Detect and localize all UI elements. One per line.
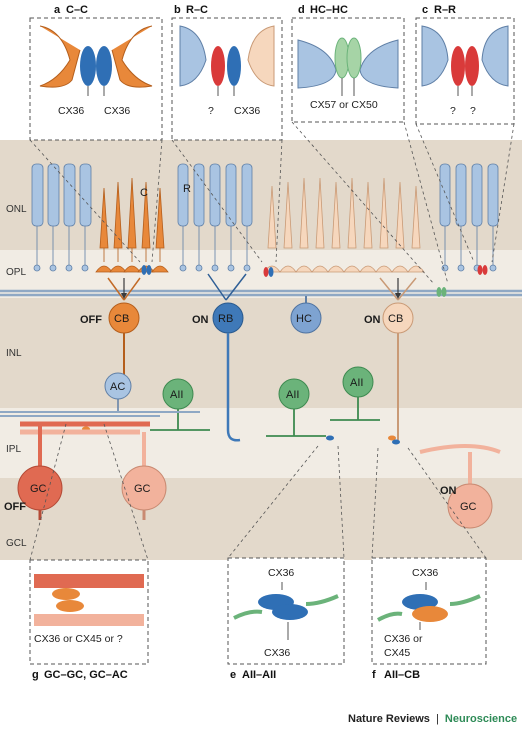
cell-label-cb-on: CB: [388, 313, 403, 325]
layer-label-gcl: GCL: [6, 538, 27, 549]
panel-b: [171, 17, 283, 141]
panel-f-title: AII–CB: [384, 669, 420, 681]
panel-b-right: CX36: [234, 105, 260, 117]
panel-d-label: CX57 or CX50: [310, 99, 378, 111]
cell-label-gc-2: GC: [134, 483, 151, 495]
ipl-lamina: [0, 411, 200, 417]
off-cone-bipolar: [107, 277, 141, 378]
panel-f-letter: f: [372, 669, 376, 681]
inl-band: [0, 298, 522, 408]
cell-label-gc-3: GC: [460, 501, 477, 513]
panel-d-title: HC–HC: [310, 4, 348, 16]
rods-center: [177, 163, 253, 272]
layer-label-inl: INL: [6, 348, 22, 359]
panel-b-letter: b: [174, 4, 181, 16]
cell-label-ac: AC: [110, 381, 125, 393]
layer-label-onl: ONL: [6, 204, 27, 215]
cell-label-rod: R: [183, 183, 191, 195]
panel-e: [227, 557, 345, 665]
cell-label-aii-2: AII: [286, 389, 299, 401]
panel-e-bottom: CX36: [264, 647, 290, 659]
panel-g-label: CX36 or CX45 or ?: [34, 633, 123, 645]
panel-f-bottom-2: CX45: [384, 647, 410, 659]
cell-label-aii-1: AII: [170, 389, 183, 401]
cell-label-aii-3: AII: [350, 377, 363, 389]
layer-label-ipl: IPL: [6, 444, 21, 455]
pointer-lines-bottom: [29, 423, 487, 561]
panel-e-letter: e: [230, 669, 236, 681]
ipl-band: [0, 408, 522, 478]
cones-pale: [263, 177, 425, 273]
layer-label-opl: OPL: [6, 267, 26, 278]
cell-label-hc: HC: [296, 313, 312, 325]
cell-label-rb: RB: [218, 313, 233, 325]
pointer-lines-top: [29, 121, 515, 285]
panel-g-title: GC–GC, GC–AC: [44, 669, 128, 681]
rods-left: [31, 163, 92, 272]
pathway-on-cb: ON: [364, 314, 381, 326]
panel-a-right: CX36: [104, 105, 130, 117]
panel-a-title: C–C: [66, 4, 88, 16]
panel-g-letter: g: [32, 669, 39, 681]
panel-e-top: CX36: [268, 567, 294, 579]
panel-f-top: CX36: [412, 567, 438, 579]
cell-label-cb-off: CB: [114, 313, 129, 325]
rod-bipolar: [207, 273, 247, 442]
credit-journal: Nature Reviews: [348, 713, 430, 725]
panel-b-title: R–C: [186, 4, 208, 16]
panel-c-left: ?: [450, 105, 456, 117]
ganglion-cells: [17, 421, 501, 529]
rods-right: [439, 163, 499, 272]
aii-cells: [150, 366, 380, 437]
panel-c-right: ?: [470, 105, 476, 117]
panel-c-letter: c: [422, 4, 428, 16]
pathway-off-1: OFF: [80, 314, 102, 326]
panel-d: [291, 17, 405, 123]
panel-c: [415, 17, 515, 125]
credit-section: Neuroscience: [445, 713, 517, 725]
panel-a-letter: a: [54, 4, 61, 16]
panel-d-letter: d: [298, 4, 305, 16]
panel-f-bottom-1: CX36 or: [384, 633, 423, 645]
cell-label-cone: C: [140, 187, 148, 199]
credit-sep: |: [436, 713, 439, 725]
panel-b-left: ?: [208, 105, 214, 117]
gcl-band: [0, 478, 522, 560]
horizontal-cell: [290, 296, 322, 334]
panel-a: [29, 17, 163, 141]
retina-layers: [0, 140, 522, 560]
pathway-on-rb: ON: [192, 314, 209, 326]
hc-processes: [0, 289, 522, 297]
credit-line: Nature Reviews | Neuroscience: [348, 713, 517, 725]
panel-e-title: AII–AII: [242, 669, 276, 681]
on-cone-bipolar: [379, 277, 417, 440]
cell-label-gc-1: GC: [30, 483, 47, 495]
panel-f: [371, 557, 487, 665]
panel-a-left: CX36: [58, 105, 84, 117]
panel-g: [29, 559, 149, 665]
pathway-on-gc: ON: [440, 485, 457, 497]
pathway-off-2: OFF: [4, 501, 26, 513]
panel-c-title: R–R: [434, 4, 456, 16]
opl-junctions: [141, 265, 488, 297]
